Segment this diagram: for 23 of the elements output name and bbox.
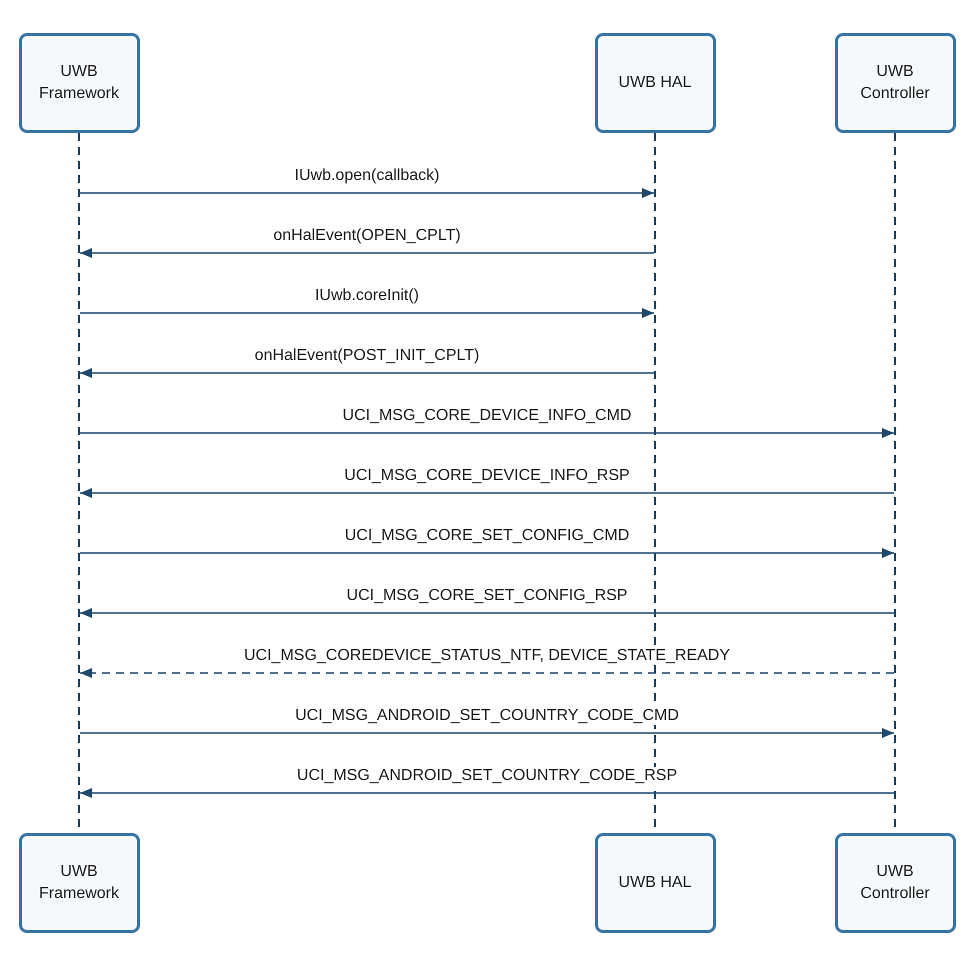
participant-box bbox=[18, 833, 140, 933]
participant-box bbox=[594, 833, 716, 933]
message-arrow bbox=[80, 248, 654, 258]
participant-name: UWB Controller bbox=[859, 62, 931, 104]
participant-box bbox=[594, 33, 716, 133]
message-arrow bbox=[80, 668, 894, 678]
participant-name: UWB Framework bbox=[38, 62, 120, 104]
message-arrow bbox=[80, 488, 894, 498]
message-arrow bbox=[80, 428, 894, 438]
message-arrow bbox=[80, 548, 894, 558]
participant-box bbox=[834, 33, 956, 133]
participant-name: UWB HAL bbox=[618, 73, 692, 94]
message-arrow bbox=[80, 788, 894, 798]
message-arrow bbox=[80, 608, 894, 618]
message-arrow bbox=[80, 368, 654, 378]
participant-name: UWB HAL bbox=[618, 873, 692, 894]
participant-name: UWB Framework bbox=[38, 862, 120, 904]
participant-name: UWB Controller bbox=[859, 862, 931, 904]
participant-box bbox=[834, 833, 956, 933]
message-arrow bbox=[80, 188, 654, 198]
message-arrow bbox=[80, 308, 654, 318]
message-arrow bbox=[80, 728, 894, 738]
participant-box bbox=[18, 33, 140, 133]
